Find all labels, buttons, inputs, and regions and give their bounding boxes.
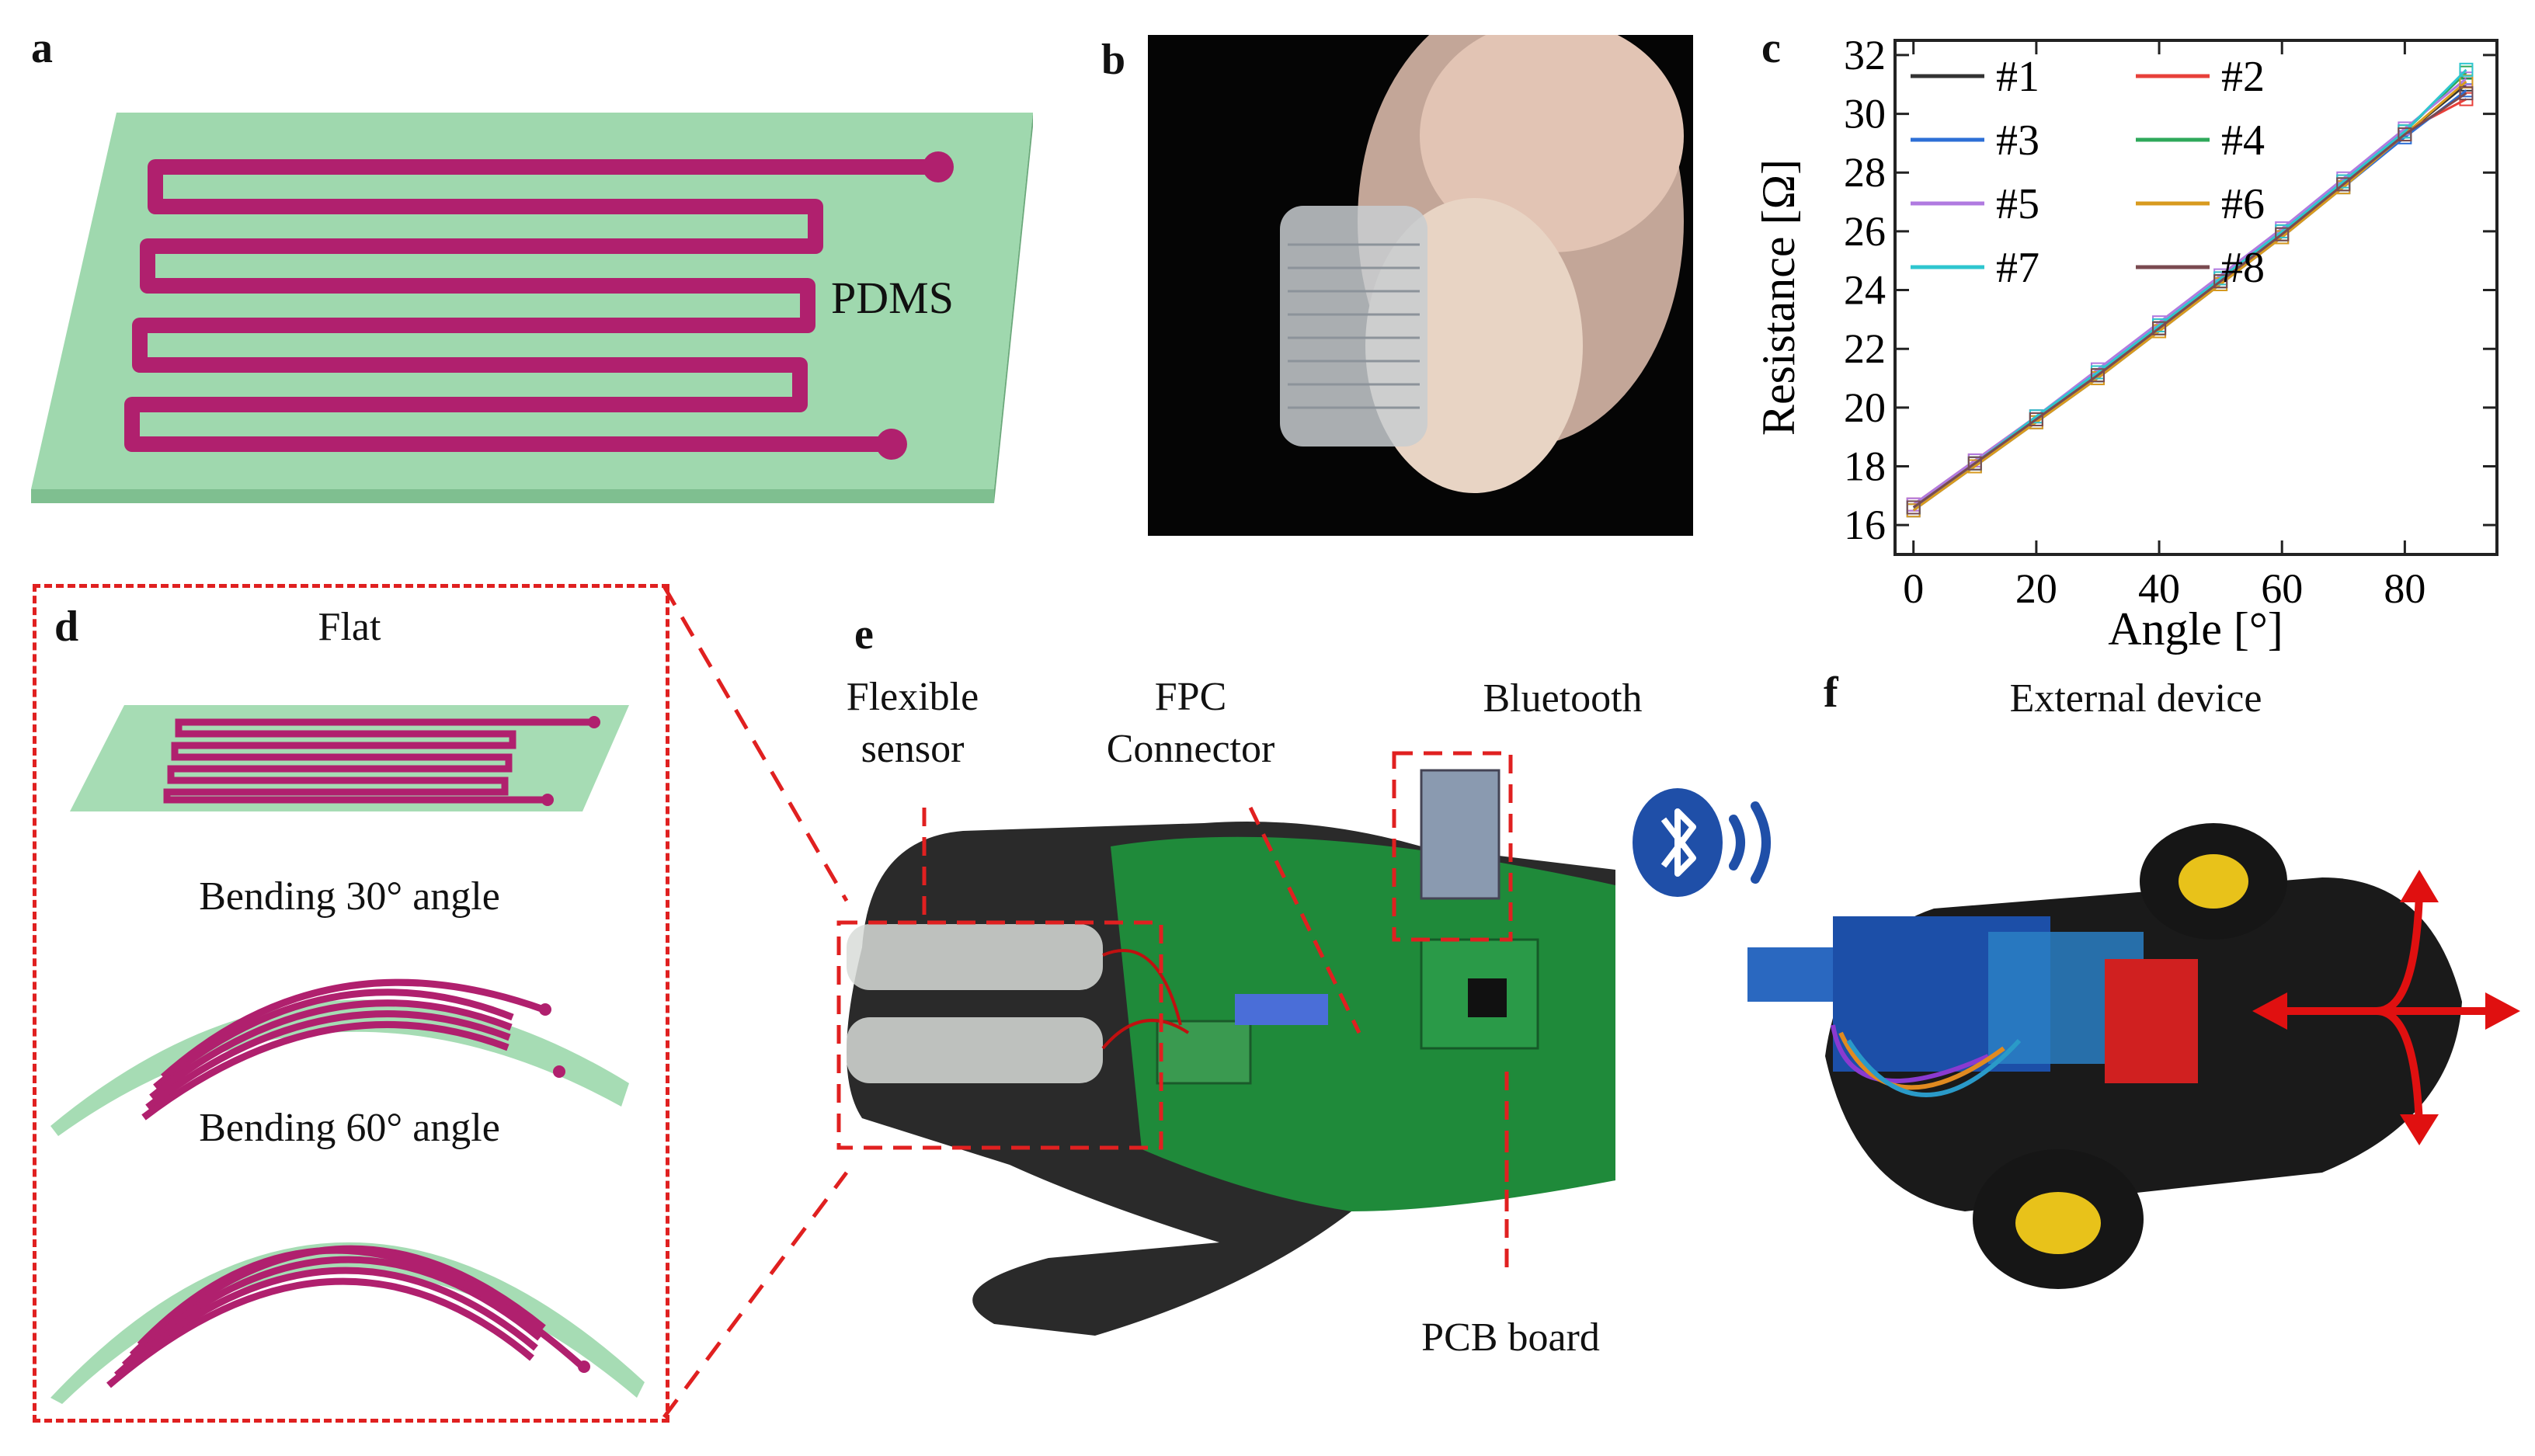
data-point <box>2398 127 2412 142</box>
legend-label: #4 <box>2221 116 2265 165</box>
pdms-label: PDMS <box>831 273 954 323</box>
y-tick-label: 20 <box>1844 384 1886 431</box>
callout-flexible: Flexible <box>846 675 979 719</box>
panel-e-glove-photo <box>836 751 1615 1336</box>
flat-sensor-schematic <box>70 705 629 811</box>
series-line-7 <box>1912 68 2467 509</box>
panel-c-label: c <box>1761 24 1781 72</box>
callout-sensor: sensor <box>861 727 965 771</box>
x-tick-label: 20 <box>2015 565 2057 612</box>
panel-a-sensor-schematic <box>31 113 1033 503</box>
x-tick-label: 0 <box>1903 565 1924 612</box>
y-tick-label: 16 <box>1844 502 1886 548</box>
data-point <box>2459 62 2474 77</box>
data-point <box>2213 274 2228 289</box>
robot-car-photo <box>1747 823 2462 1289</box>
callout-fpc: FPC <box>1154 675 1227 719</box>
data-point <box>1906 500 1921 515</box>
data-point <box>2029 412 2043 426</box>
x-tick-label: 60 <box>2261 565 2303 612</box>
data-point <box>1967 456 1982 471</box>
y-tick-label: 30 <box>1844 91 1886 137</box>
contact-pad-top <box>923 151 954 182</box>
legend-label: #7 <box>1996 244 2039 292</box>
bluetooth-wireless-icon <box>1633 788 1771 897</box>
callout-bluetooth: Bluetooth <box>1483 676 1643 721</box>
contact-pad-bottom <box>876 429 907 460</box>
bend60-sensor-schematic <box>50 1242 645 1404</box>
data-point <box>2275 227 2290 242</box>
panel-d-label: d <box>54 603 79 651</box>
y-tick-label: 18 <box>1844 443 1886 490</box>
data-point <box>2459 86 2474 101</box>
x-tick-label: 40 <box>2138 565 2180 612</box>
y-tick-label: 22 <box>1844 325 1886 372</box>
state-flat-label: Flat <box>318 605 381 649</box>
data-point <box>2090 368 2105 383</box>
panel-f-label: f <box>1824 669 1838 717</box>
direction-arrows <box>2252 870 2520 1145</box>
data-point <box>2152 321 2167 335</box>
zoom-frame-d <box>33 584 669 1423</box>
serpentine-trace <box>124 159 940 452</box>
y-tick-label: 32 <box>1844 32 1886 78</box>
series-line-5 <box>1912 78 2467 506</box>
callout-connector: Connector <box>1106 727 1275 771</box>
legend-label: #8 <box>2221 244 2265 292</box>
bend30-sensor-schematic <box>50 978 629 1136</box>
legend-label: #6 <box>2221 180 2265 228</box>
panel-b-label: b <box>1101 36 1126 84</box>
legend-label: #5 <box>1996 180 2039 228</box>
series-line-8 <box>1912 92 2467 509</box>
bluetooth-box <box>1392 751 1513 942</box>
panel-e-label: e <box>854 610 874 659</box>
x-tick-label: 80 <box>2384 565 2425 612</box>
zoom-connector-lines <box>662 585 849 1419</box>
x-axis-title: Angle [°] <box>2108 603 2283 655</box>
y-tick-label: 24 <box>1844 267 1886 314</box>
external-device-title: External device <box>2009 676 2262 721</box>
state-bend30-label: Bending 30° angle <box>199 874 500 919</box>
y-axis-title: Resistance [Ω] <box>1753 159 1804 436</box>
legend-label: #3 <box>1996 116 2039 165</box>
plot-frame <box>1893 39 2498 556</box>
callout-pcb-board: PCB board <box>1421 1315 1600 1360</box>
state-bend60-label: Bending 60° angle <box>199 1106 500 1150</box>
y-tick-label: 26 <box>1844 208 1886 255</box>
y-tick-label: 28 <box>1844 149 1886 196</box>
flexible-sensor-box <box>836 920 1163 1150</box>
data-point <box>2336 177 2351 192</box>
panel-b-photo-sensor-in-fingers <box>1148 35 1693 536</box>
resistance-angle-chart: 0 20 40 60 80 16 18 20 22 24 26 28 30 32 #1 #2 #3 #4 #5 #6… <box>1753 32 2498 655</box>
legend-label: #2 <box>2221 53 2265 101</box>
legend-label: #1 <box>1996 53 2039 101</box>
panel-a-label: a <box>31 24 53 72</box>
